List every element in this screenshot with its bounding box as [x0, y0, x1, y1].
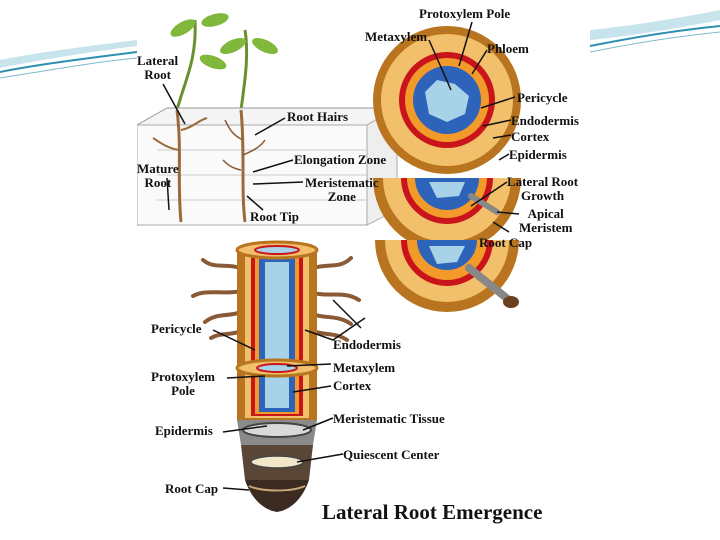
label-endodermis-top: Endodermis — [511, 113, 579, 128]
label-metaxylem-bottom: Metaxylem — [333, 360, 396, 375]
label-phloem: Phloem — [487, 41, 529, 56]
label-epidermis-top: Epidermis — [509, 147, 567, 162]
label-root-cap-top: Root Cap — [479, 235, 533, 250]
label-root-tip: Root Tip — [250, 209, 300, 224]
lateral-root-figure: Protoxylem Pole Metaxylem Phloem Lateral… — [137, 0, 590, 540]
label-pericycle-bottom: Pericycle — [151, 321, 202, 336]
label-quiescent-center: Quiescent Center — [343, 447, 440, 462]
label-apical-meristem: Apical Meristem — [519, 206, 573, 235]
label-cortex-bottom: Cortex — [333, 378, 372, 393]
label-pericycle-top: Pericycle — [517, 90, 568, 105]
label-meristematic-tissue: Meristematic Tissue — [333, 411, 445, 426]
figure-illustration — [137, 13, 521, 512]
seedling-illustration — [170, 13, 278, 111]
root-cross-section-3 — [375, 240, 519, 312]
label-protoxylem-pole-bottom: Protoxylem Pole — [151, 369, 216, 398]
cross-section-leader-lines — [428, 21, 520, 233]
seedling-roots — [152, 109, 266, 223]
slide-decoration-right — [589, 10, 720, 53]
label-lateral-root-growth: Lateral Root Growth — [507, 174, 579, 203]
label-root-hairs: Root Hairs — [287, 109, 349, 124]
label-root-cap-bottom: Root Cap — [165, 481, 219, 496]
label-endodermis-bottom: Endodermis — [333, 337, 401, 352]
seedling-leader-lines — [162, 83, 304, 211]
longitudinal-leader-lines — [212, 299, 366, 491]
label-meristematic-zone: Meristematic Zone — [305, 175, 379, 204]
figure-title: Lateral Root Emergence — [322, 500, 543, 524]
label-protoxylem-pole-top: Protoxylem Pole — [419, 6, 511, 21]
label-epidermis-bottom: Epidermis — [155, 423, 213, 438]
label-lateral-root: Lateral Root — [137, 53, 179, 82]
label-cortex-top: Cortex — [511, 129, 550, 144]
label-mature-root: Mature Root — [137, 161, 179, 190]
label-elongation-zone: Elongation Zone — [294, 152, 387, 167]
label-metaxylem-top: Metaxylem — [365, 29, 428, 44]
longitudinal-root-section — [191, 240, 361, 512]
root-cross-section-1 — [373, 26, 521, 174]
slide-decoration-left — [0, 40, 138, 79]
